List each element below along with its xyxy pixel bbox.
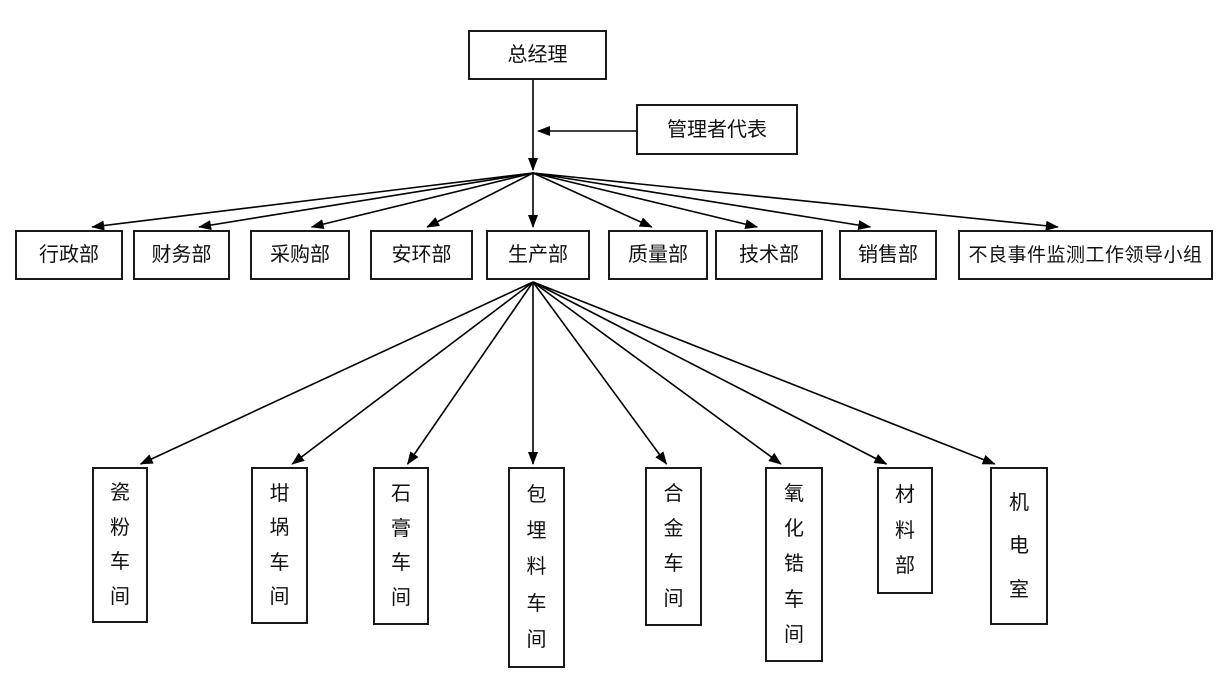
edge-fan-to-department xyxy=(198,172,534,231)
node-workshop: 材料部 xyxy=(877,467,933,594)
workshop-label: 石膏车间 xyxy=(391,482,411,610)
node-workshop: 石膏车间 xyxy=(373,467,429,625)
edge-fan-to-department xyxy=(532,172,872,231)
edge-fan-to-department xyxy=(532,172,759,230)
edge-fan-to-department xyxy=(426,172,534,228)
node-workshop: 氧化锆车间 xyxy=(765,467,823,662)
node-workshop: 包埋料车间 xyxy=(508,467,565,668)
node-workshop: 机电室 xyxy=(990,467,1048,625)
edge-production-to-workshop xyxy=(406,281,534,465)
node-department: 不良事件监测工作领导小组 xyxy=(958,230,1213,280)
workshop-label: 坩埚车间 xyxy=(269,482,290,609)
node-workshop: 瓷粉车间 xyxy=(92,467,148,623)
node-workshop: 坩埚车间 xyxy=(251,467,308,624)
node-department: 采购部 xyxy=(250,230,350,280)
edge-production-to-workshop xyxy=(291,281,534,465)
node-department: 销售部 xyxy=(839,230,937,280)
node-management-representative: 管理者代表 xyxy=(636,104,798,155)
workshop-label: 机电室 xyxy=(1009,491,1029,601)
edge-production-to-workshop xyxy=(532,281,668,465)
edge-production-to-workshop xyxy=(532,281,888,465)
node-department: 安环部 xyxy=(370,230,473,280)
edge-production-to-workshop xyxy=(139,281,534,465)
workshop-label: 瓷粉车间 xyxy=(110,482,130,608)
edge-production-to-workshop xyxy=(532,281,996,465)
workshop-label: 氧化锆车间 xyxy=(784,483,804,646)
workshop-label: 包埋料车间 xyxy=(526,484,547,651)
node-department: 质量部 xyxy=(608,230,708,280)
edge-fan-to-department xyxy=(91,172,534,231)
node-department: 生产部 xyxy=(486,230,590,280)
node-department: 财务部 xyxy=(133,230,230,280)
edge-fan-to-department xyxy=(532,172,653,228)
node-department: 行政部 xyxy=(15,230,123,280)
workshop-label: 合金车间 xyxy=(663,483,684,610)
node-general-manager: 总经理 xyxy=(468,30,607,80)
node-workshop: 合金车间 xyxy=(645,467,702,626)
node-department: 技术部 xyxy=(715,230,823,280)
workshop-label: 材料部 xyxy=(895,483,915,578)
edge-fan-to-department xyxy=(310,172,534,230)
edge-fan-to-department xyxy=(532,172,1059,231)
edge-production-to-workshop xyxy=(532,281,782,465)
